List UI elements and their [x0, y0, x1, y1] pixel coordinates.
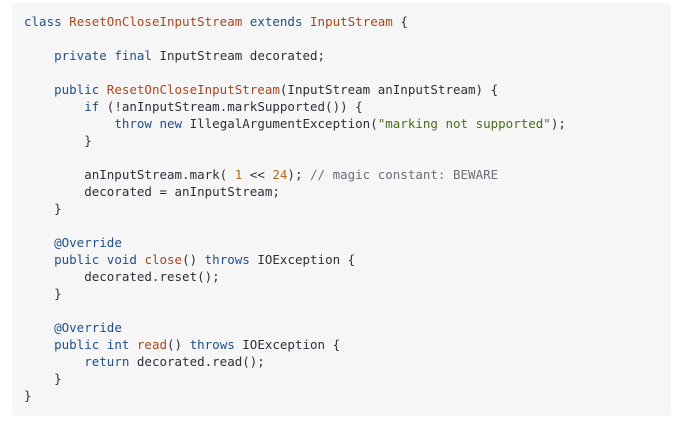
code-token-kw: public [54, 252, 100, 267]
code-line: decorated.reset(); [24, 268, 671, 285]
code-token-kw: if [84, 99, 100, 114]
code-token-kw: int [106, 337, 130, 352]
code-token-plain: ); [550, 116, 566, 131]
code-token-kw: new [159, 116, 183, 131]
code-token-plain: (InputStream anInputStream) { [279, 82, 499, 97]
code-token-annot: @Override [54, 320, 122, 335]
code-token-str: "marking not supported" [377, 116, 551, 131]
code-line [24, 64, 671, 81]
code-token-plain: (!anInputStream.markSupported()) { [99, 99, 363, 114]
code-line: public int read() throws IOException { [24, 336, 671, 353]
code-token-plain: } [24, 201, 62, 216]
code-token-plain: << [242, 167, 273, 182]
code-token-kw: class [24, 14, 62, 29]
code-token-kw: void [106, 252, 137, 267]
code-token-type: ResetOnCloseInputStream [69, 14, 243, 29]
code-token-plain [99, 82, 107, 97]
code-token-kw: throw [114, 116, 152, 131]
code-token-plain [99, 337, 107, 352]
code-token-plain: decorated = anInputStream; [24, 184, 280, 199]
code-line: } [24, 132, 671, 149]
code-token-plain [24, 235, 54, 250]
code-line: } [24, 285, 671, 302]
code-token-plain: () [182, 252, 205, 267]
code-token-num: 1 [234, 167, 243, 182]
code-line [24, 302, 671, 319]
code-snippet-panel: class ResetOnCloseInputStream extends In… [12, 3, 671, 416]
code-token-kw: private [54, 48, 107, 63]
code-line: } [24, 200, 671, 217]
code-token-comment: // magic constant: BEWARE [310, 167, 499, 182]
code-token-plain: IOException { [249, 252, 356, 267]
code-token-plain: InputStream decorated; [151, 48, 326, 63]
code-token-plain [24, 116, 114, 131]
code-token-kw: extends [249, 14, 303, 29]
code-token-plain: } [24, 133, 92, 148]
code-line: if (!anInputStream.markSupported()) { [24, 98, 671, 115]
code-token-plain [24, 99, 84, 114]
code-token-kw: final [114, 48, 152, 63]
code-token-kw: throws [189, 337, 235, 352]
code-line: @Override [24, 234, 671, 251]
code-token-plain: IllegalArgumentException( [182, 116, 378, 131]
code-block: class ResetOnCloseInputStream extends In… [24, 13, 671, 404]
code-token-plain [242, 14, 250, 29]
code-token-fn: read [136, 337, 168, 352]
code-token-plain [129, 337, 137, 352]
java-code: class ResetOnCloseInputStream extends In… [24, 13, 671, 404]
code-token-plain [24, 354, 84, 369]
code-line: } [24, 387, 671, 404]
code-token-plain [99, 252, 107, 267]
code-token-num: 24 [272, 167, 288, 182]
code-token-plain [24, 337, 54, 352]
code-token-plain [24, 82, 54, 97]
code-line: anInputStream.mark( 1 << 24); // magic c… [24, 166, 671, 183]
code-line [24, 149, 671, 166]
code-token-kw: return [84, 354, 130, 369]
code-token-fn: ResetOnCloseInputStream [106, 82, 280, 97]
code-token-annot: @Override [54, 235, 122, 250]
code-line [24, 30, 671, 47]
code-line: } [24, 370, 671, 387]
code-token-plain [24, 320, 54, 335]
code-line: return decorated.read(); [24, 353, 671, 370]
code-line: class ResetOnCloseInputStream extends In… [24, 13, 671, 30]
code-line: @Override [24, 319, 671, 336]
code-token-fn: close [144, 252, 183, 267]
code-token-kw: public [54, 82, 100, 97]
code-line: decorated = anInputStream; [24, 183, 671, 200]
code-line: public ResetOnCloseInputStream(InputStre… [24, 81, 671, 98]
code-token-plain: } [24, 388, 32, 403]
code-token-plain: decorated.read(); [129, 354, 265, 369]
code-token-plain [24, 252, 54, 267]
code-token-plain: } [24, 286, 62, 301]
code-token-plain: ); [287, 167, 310, 182]
code-token-plain [302, 14, 310, 29]
code-line: throw new IllegalArgumentException("mark… [24, 115, 671, 132]
code-token-plain: } [24, 371, 62, 386]
code-line: public void close() throws IOException { [24, 251, 671, 268]
code-line: private final InputStream decorated; [24, 47, 671, 64]
code-token-plain [24, 48, 54, 63]
code-token-plain: { [392, 14, 408, 29]
code-token-plain: decorated.reset(); [24, 269, 220, 284]
code-line [24, 217, 671, 234]
code-token-type: InputStream [310, 14, 393, 29]
code-token-kw: throws [204, 252, 250, 267]
code-token-plain: () [167, 337, 190, 352]
code-token-kw: public [54, 337, 100, 352]
code-token-plain: anInputStream.mark( [24, 167, 235, 182]
code-token-plain: IOException { [234, 337, 341, 352]
